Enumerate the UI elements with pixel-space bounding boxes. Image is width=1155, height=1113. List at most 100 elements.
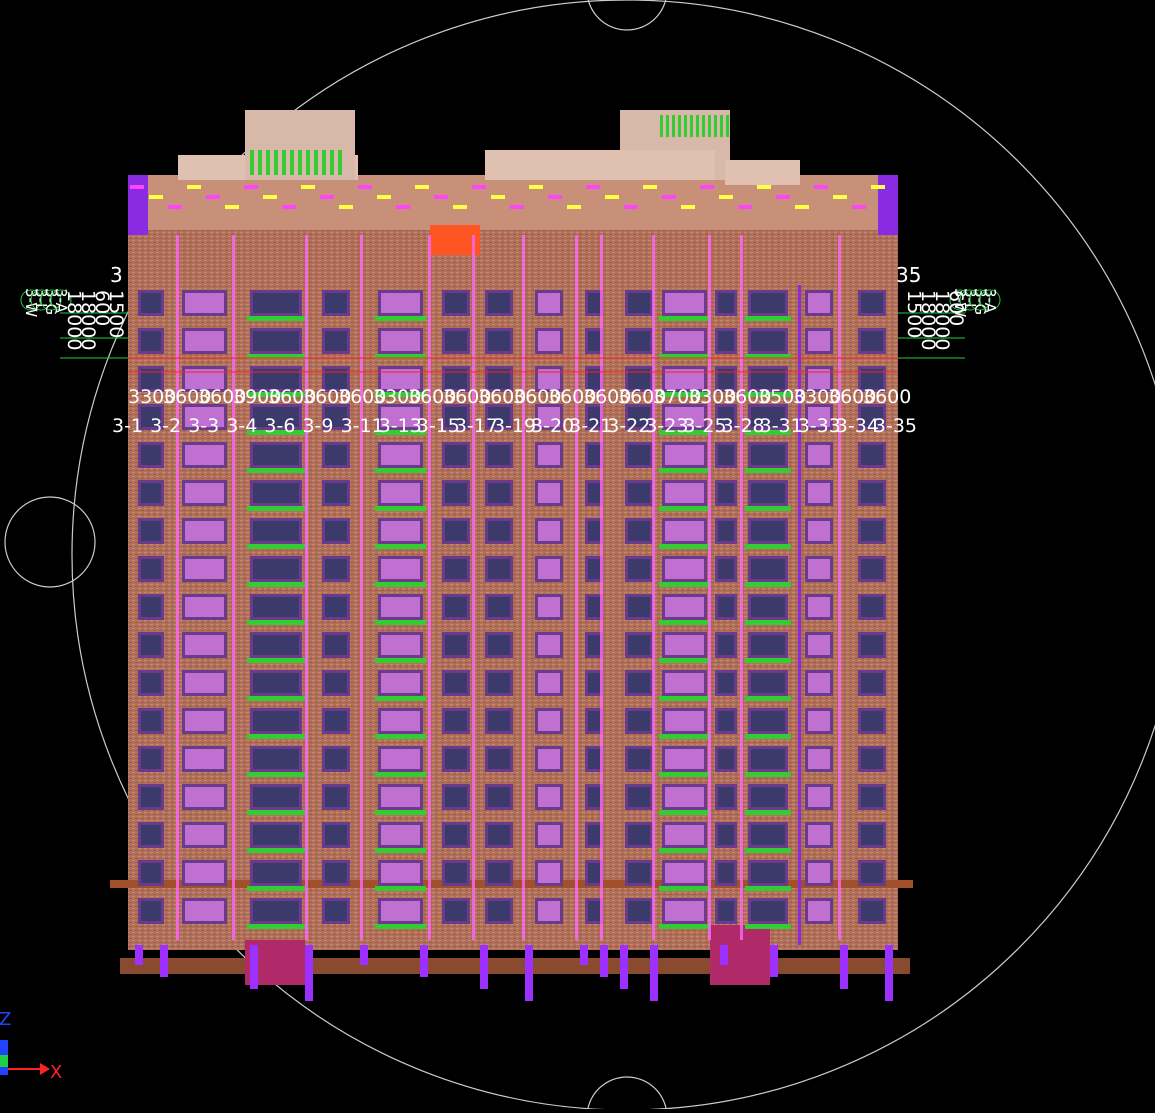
window bbox=[625, 784, 653, 810]
window bbox=[182, 708, 227, 734]
dimension-label: 1500 bbox=[903, 290, 925, 338]
window bbox=[138, 480, 164, 506]
pile bbox=[650, 945, 658, 1001]
window bbox=[805, 328, 833, 354]
window bbox=[138, 746, 164, 772]
window bbox=[442, 404, 470, 430]
grid-label: 3-21 bbox=[569, 415, 612, 437]
window bbox=[375, 442, 426, 473]
window bbox=[585, 328, 603, 354]
window bbox=[485, 784, 513, 810]
grid-label: 3-28 bbox=[722, 415, 765, 437]
window bbox=[745, 328, 791, 359]
roof-detail bbox=[130, 185, 144, 189]
window bbox=[182, 328, 227, 354]
window bbox=[745, 404, 791, 435]
window bbox=[858, 556, 886, 582]
window bbox=[659, 480, 710, 511]
window bbox=[138, 442, 164, 468]
window bbox=[745, 632, 791, 663]
window bbox=[625, 366, 653, 392]
window bbox=[858, 404, 886, 430]
roof-detail bbox=[320, 195, 334, 199]
axis-bubble bbox=[969, 289, 991, 311]
window bbox=[138, 822, 164, 848]
window bbox=[585, 784, 603, 810]
axis-label: 3-A bbox=[981, 288, 999, 314]
window bbox=[375, 860, 426, 891]
dimension-label: 18000 bbox=[931, 290, 953, 350]
window bbox=[442, 290, 470, 316]
roof-detail bbox=[314, 150, 318, 175]
roof-detail bbox=[434, 195, 448, 199]
roof-detail bbox=[250, 150, 254, 175]
window bbox=[375, 898, 426, 929]
roof-detail bbox=[702, 115, 705, 137]
window bbox=[858, 518, 886, 544]
column-line bbox=[708, 235, 711, 940]
grid-label: 3-35 bbox=[874, 415, 917, 437]
roof-detail bbox=[529, 185, 543, 189]
dimension-label: 3500 bbox=[758, 386, 806, 408]
roof-detail bbox=[330, 150, 334, 175]
dimension-label: 18000 bbox=[77, 290, 99, 350]
window bbox=[138, 784, 164, 810]
dimension-label: 18000 bbox=[63, 290, 85, 350]
window bbox=[535, 632, 563, 658]
window bbox=[375, 594, 426, 625]
window bbox=[485, 746, 513, 772]
window bbox=[247, 556, 305, 587]
roof-detail bbox=[377, 195, 391, 199]
window bbox=[182, 632, 227, 658]
window bbox=[322, 860, 350, 886]
window bbox=[138, 290, 164, 316]
window bbox=[322, 442, 350, 468]
structural-columns bbox=[176, 235, 841, 945]
window bbox=[805, 442, 833, 468]
window bbox=[858, 594, 886, 620]
dimension-label: 3900 bbox=[233, 386, 281, 408]
window bbox=[485, 556, 513, 582]
window bbox=[485, 670, 513, 696]
window bbox=[485, 442, 513, 468]
roof-detail bbox=[453, 205, 467, 209]
window bbox=[858, 290, 886, 316]
window bbox=[485, 480, 513, 506]
window bbox=[625, 594, 653, 620]
window bbox=[247, 898, 305, 929]
window bbox=[485, 708, 513, 734]
window bbox=[535, 442, 563, 468]
roof-detail bbox=[795, 205, 809, 209]
window bbox=[375, 556, 426, 587]
dimension-label: 600 bbox=[91, 290, 113, 326]
window bbox=[805, 556, 833, 582]
grid-label: 3-11 bbox=[341, 415, 384, 437]
pile bbox=[420, 945, 428, 977]
window bbox=[625, 746, 653, 772]
window bbox=[715, 328, 737, 354]
window bbox=[659, 670, 710, 701]
small-circle-top bbox=[587, 0, 667, 31]
window bbox=[442, 594, 470, 620]
window bbox=[535, 822, 563, 848]
window bbox=[322, 708, 350, 734]
window bbox=[182, 556, 227, 582]
window bbox=[322, 404, 350, 430]
dimension-label: 3600 bbox=[828, 386, 876, 408]
column-line bbox=[360, 235, 363, 940]
dimension-label: 3600 bbox=[478, 386, 526, 408]
window bbox=[625, 860, 653, 886]
window bbox=[535, 328, 563, 354]
window bbox=[858, 670, 886, 696]
window bbox=[485, 898, 513, 924]
window bbox=[805, 518, 833, 544]
window bbox=[535, 746, 563, 772]
window bbox=[745, 898, 791, 929]
pile bbox=[580, 945, 588, 965]
roof-detail bbox=[168, 205, 182, 209]
window bbox=[322, 594, 350, 620]
pile bbox=[480, 945, 488, 989]
